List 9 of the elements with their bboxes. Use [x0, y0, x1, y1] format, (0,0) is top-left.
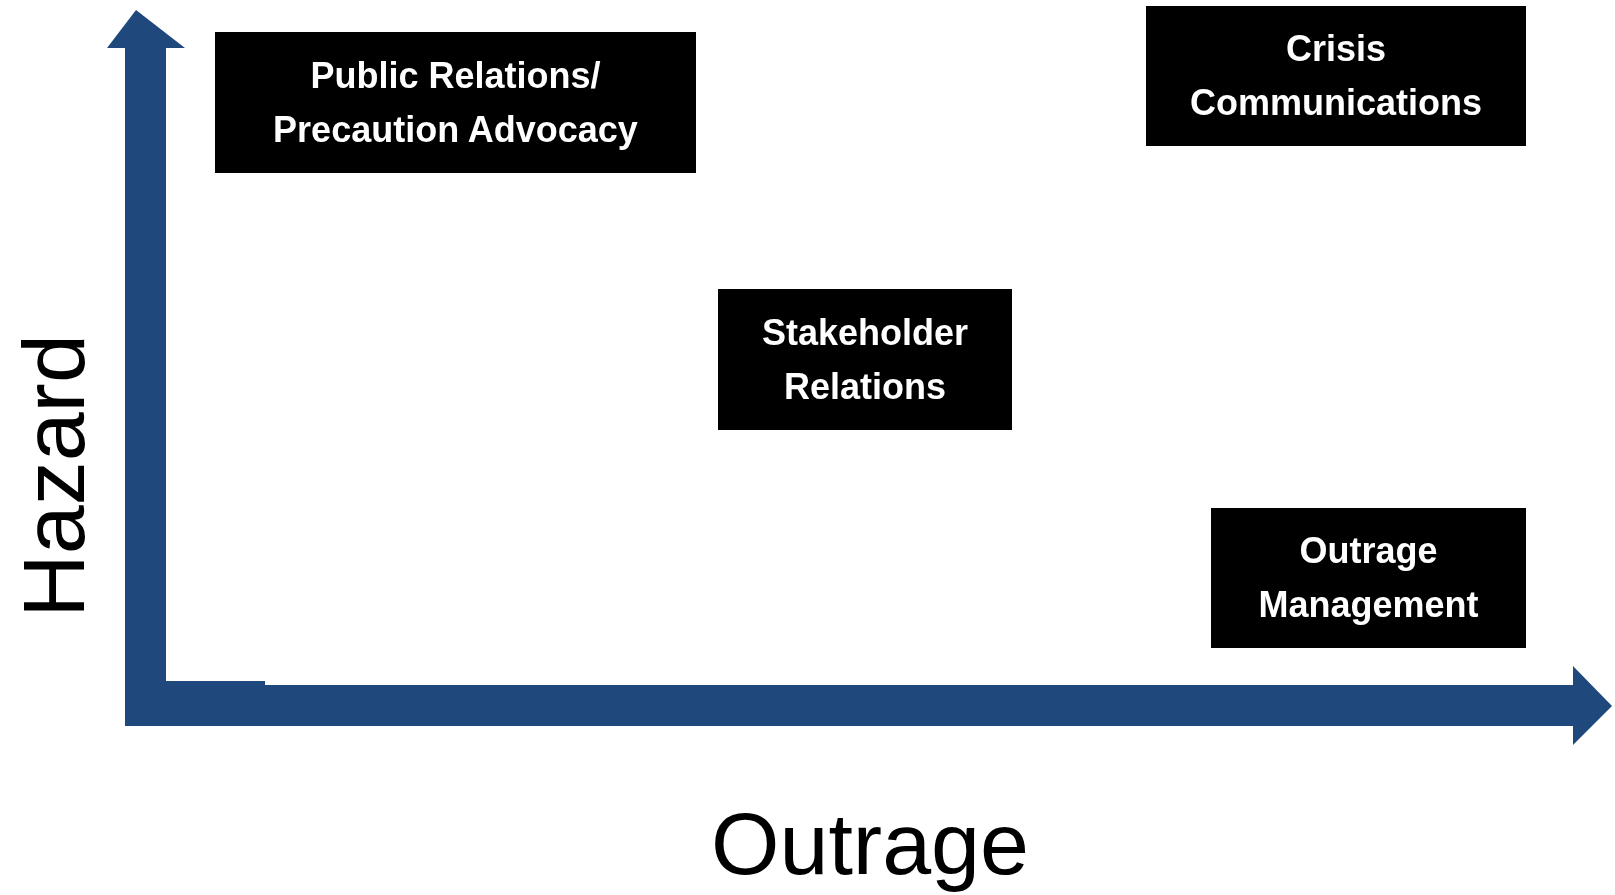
axis-label: Hazard: [10, 334, 98, 618]
label-box: [215, 32, 696, 173]
box-label: Crisis Communications: [1189, 27, 1483, 125]
label-box: [1211, 508, 1526, 648]
box-label: Public Relations/ Precaution Advocacy: [272, 53, 639, 152]
box-label: Stakeholder Relations: [760, 310, 970, 409]
box-label: Outrage Management: [1257, 529, 1480, 627]
label-box: [718, 289, 1012, 430]
label-box: [1146, 6, 1526, 146]
